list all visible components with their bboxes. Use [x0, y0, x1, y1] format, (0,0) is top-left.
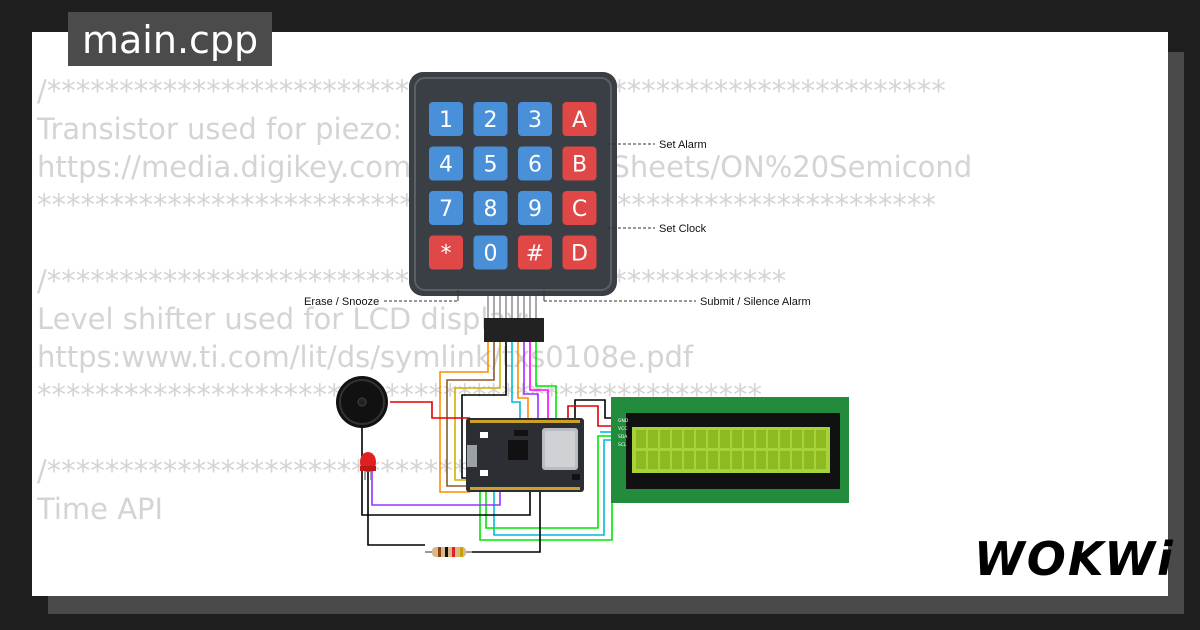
- keypad-key-label: #: [526, 242, 544, 267]
- code-line: Transistor used for piezo:: [37, 112, 403, 146]
- keypad-key-face: [429, 102, 463, 136]
- annotation-set-clock: Set Clock: [608, 223, 707, 235]
- submit-silence-label: Submit / Silence Alarm: [700, 296, 811, 308]
- piezo-buzzer[interactable]: [336, 376, 388, 428]
- keypad-key-A[interactable]: A: [562, 102, 597, 136]
- keypad-key-face: [473, 146, 508, 181]
- keypad-key-label: 0: [484, 242, 498, 267]
- keypad-key-face: [518, 102, 552, 136]
- annotation-submit: Submit / Silence Alarm: [543, 290, 811, 308]
- keypad-key-label: 6: [528, 153, 542, 178]
- keypad-header: [484, 296, 544, 342]
- lcd-pin-vcc: VCC: [618, 426, 627, 432]
- keypad-key-1[interactable]: 1: [429, 102, 463, 136]
- keypad-key-label: 7: [439, 197, 453, 222]
- keypad-key-label: *: [441, 242, 452, 267]
- esp32-board[interactable]: [466, 418, 584, 492]
- keypad-key-7[interactable]: 7: [429, 191, 463, 225]
- keypad-key-3[interactable]: 3: [518, 102, 552, 136]
- keypad-key-face: [429, 146, 463, 181]
- keypad-key-label: 1: [439, 108, 453, 133]
- code-line: /*****************************: [37, 454, 468, 488]
- keypad-key-label: 9: [528, 197, 542, 222]
- keypad-key-label: 2: [484, 108, 498, 133]
- keypad-4x4[interactable]: 1 2 3 A 4 5 6 B 7 8 9 C * 0 # D: [409, 72, 617, 296]
- lcd-pin-scl: SCL: [618, 442, 627, 448]
- keypad-keys: 1 2 3 A 4 5 6 B 7 8 9 C * 0 # D: [429, 102, 597, 270]
- keypad-key-face: [518, 235, 552, 270]
- keypad-key-face: [562, 146, 597, 181]
- keypad-key-face: [562, 235, 597, 270]
- keypad-key-#[interactable]: #: [518, 235, 552, 270]
- keypad-wires: [439, 342, 557, 493]
- keypad-key-face: [473, 235, 508, 270]
- annotation-set-alarm: Set Alarm: [608, 139, 707, 151]
- code-line: https:www.ti.com/lit/ds/symlink/txs0108e…: [37, 340, 694, 374]
- lcd-character-cells: [636, 430, 826, 469]
- keypad-key-label: C: [572, 197, 587, 222]
- keypad-key-B[interactable]: B: [562, 146, 597, 181]
- lcd-1602[interactable]: GND VCC SDA SCL: [611, 397, 849, 503]
- keypad-key-face: [562, 102, 597, 136]
- keypad-key-C[interactable]: C: [562, 191, 597, 225]
- annotation-erase-snooze: Erase / Snooze: [304, 290, 459, 308]
- keypad-key-label: 3: [528, 108, 542, 133]
- keypad-key-face: [473, 191, 508, 225]
- keypad-key-5[interactable]: 5: [473, 146, 508, 181]
- file-tab-main[interactable]: main.cpp: [68, 12, 273, 66]
- keypad-key-0[interactable]: 0: [473, 235, 508, 270]
- wokwi-logo: WOKWi: [974, 532, 1175, 586]
- keypad-key-face: [518, 146, 552, 181]
- keypad-key-face: [473, 102, 508, 136]
- set-clock-label: Set Clock: [659, 223, 707, 235]
- keypad-key-2[interactable]: 2: [473, 102, 508, 136]
- keypad-key-face: [562, 191, 597, 225]
- keypad-key-9[interactable]: 9: [518, 191, 552, 225]
- red-led[interactable]: [360, 452, 376, 480]
- resistor[interactable]: [425, 547, 472, 557]
- keypad-key-label: 4: [439, 153, 453, 178]
- keypad-key-face: [429, 191, 463, 225]
- keypad-key-D[interactable]: D: [562, 235, 597, 270]
- keypad-key-label: B: [572, 153, 587, 178]
- keypad-key-*[interactable]: *: [429, 235, 463, 270]
- keypad-key-4[interactable]: 4: [429, 146, 463, 181]
- buzzer-led-wires: [361, 395, 541, 553]
- code-line: Time API: [37, 492, 164, 526]
- keypad-key-face: [429, 235, 463, 270]
- keypad-key-8[interactable]: 8: [473, 191, 508, 225]
- keypad-key-face: [518, 191, 552, 225]
- code-line: Level shifter used for LCD display:: [37, 302, 532, 336]
- keypad-key-label: 8: [484, 197, 498, 222]
- lcd-pin-gnd: GND: [618, 418, 629, 424]
- set-alarm-label: Set Alarm: [659, 139, 707, 151]
- keypad-key-label: D: [571, 242, 588, 267]
- keypad-key-label: 5: [484, 153, 498, 178]
- erase-snooze-label: Erase / Snooze: [304, 296, 379, 308]
- keypad-key-6[interactable]: 6: [518, 146, 552, 181]
- lcd-pin-sda: SDA: [618, 434, 628, 440]
- keypad-key-label: A: [572, 108, 587, 133]
